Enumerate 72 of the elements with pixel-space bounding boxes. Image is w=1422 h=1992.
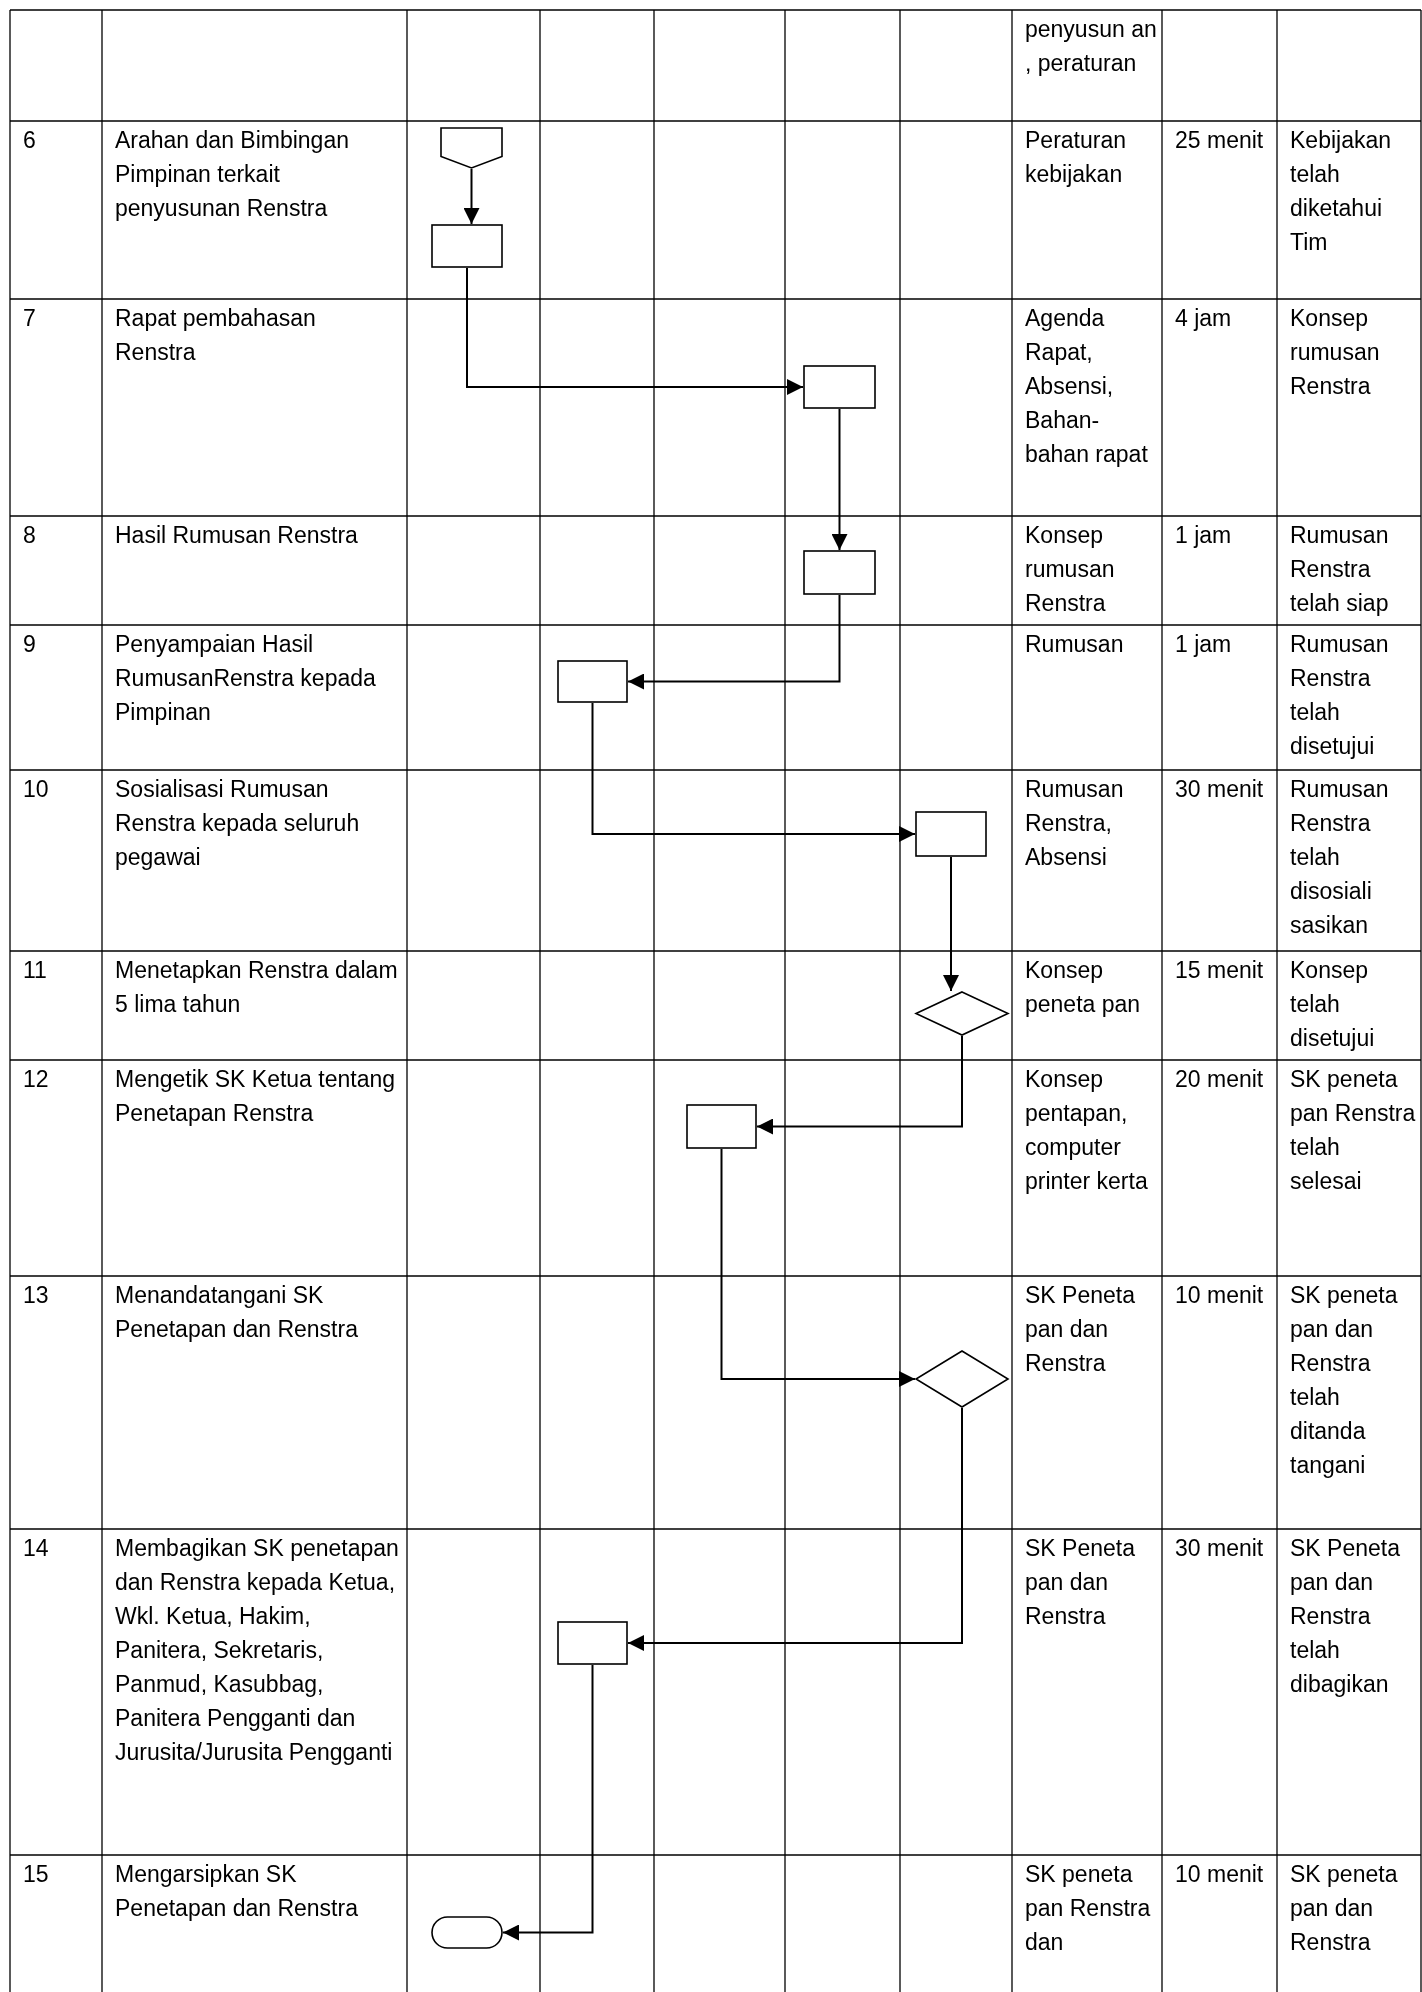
requirement-text: SK peneta pan Renstra dan [1025,1860,1152,1957]
duration-text: 10 menit [1175,1281,1265,1310]
activity-text: Mengarsipkan SK Penetapan dan Renstra [115,1860,359,1923]
requirement-text: Rumusan Renstra, Absensi [1025,775,1125,872]
arrow [627,594,841,690]
activity-text: Sosialisasi Rumusan Renstra kepada seluruh pegawai [115,775,361,872]
output-text: Rumusan Renstra telah disetujui [1290,630,1390,761]
process-box [915,811,987,857]
step-number: 12 [23,1065,50,1094]
duration-text: 30 menit [1175,1534,1265,1563]
arrow [627,1407,963,1651]
requirement-text: Konsep pentapan, computer printer kerta [1025,1065,1149,1196]
requirement-text: SK Peneta pan dan Renstra [1025,1281,1136,1378]
step-number: 7 [23,304,37,333]
activity-text: Menetapkan Renstra dalam 5 lima tahun [115,956,399,1019]
requirement-text: Rumusan [1025,630,1125,659]
duration-text: 1 jam [1175,521,1233,550]
step-number: 6 [23,126,37,155]
step-number: 14 [23,1534,50,1563]
requirement-text: Agenda Rapat, Absensi, Bahan- bahan rapat [1025,304,1149,469]
output-text: SK Peneta pan dan Renstra telah dibagikan [1290,1534,1401,1699]
duration-text: 20 menit [1175,1065,1265,1094]
duration-text: 1 jam [1175,630,1233,659]
process-box [557,1621,628,1665]
step-number: 10 [23,775,50,804]
duration-text: 10 menit [1175,1860,1265,1889]
output-text: Konsep telah disetujui [1290,956,1376,1053]
process-box [431,224,503,268]
step-number: 11 [23,956,48,985]
output-text: Konsep rumusan Renstra [1290,304,1381,401]
activity-text: Membagikan SK penetapan dan Renstra kepada Ketua, Wkl. Ketua, Hakim, Panitera, Sekretaris, Panmud, Kasubbag, Panitera Pengganti dan Jurusita/Jurusita Pengganti [115,1534,400,1767]
output-text: Rumusan Renstra telah disosiali sasikan [1290,775,1390,940]
step-number: 15 [23,1860,50,1889]
activity-text: Rapat pembahasan Renstra [115,304,317,367]
activity-text: Menandatangani SK Penetapan dan Renstra [115,1281,359,1344]
activity-text: Arahan dan Bimbingan Pimpinan terkait penyusunan Renstra [115,126,350,223]
terminator-symbol [431,1916,503,1949]
duration-text: 30 menit [1175,775,1265,804]
arrow [466,267,804,395]
process-box [803,365,876,409]
arrow [591,702,916,842]
decision-diamond [915,1350,1009,1408]
duration-text: 4 jam [1175,304,1233,333]
duration-text: 15 menit [1175,956,1265,985]
step-number: 13 [23,1281,50,1310]
output-text: SK peneta pan dan Renstra telah ditanda tangani [1290,1281,1399,1480]
activity-text: Penyampaian Hasil RumusanRenstra kepada Pimpinan [115,630,377,727]
arrow [463,168,480,225]
requirement-text: penyusun an , peraturan [1025,15,1157,78]
output-text: SK peneta pan dan Renstra [1290,1860,1399,1957]
requirement-text: SK Peneta pan dan Renstra [1025,1534,1136,1631]
step-number: 8 [23,521,37,550]
requirement-text: Konsep rumusan Renstra [1025,521,1116,618]
arrow [831,408,848,551]
process-box [686,1104,757,1149]
requirement-text: Konsep peneta pan [1025,956,1142,1019]
decision-diamond [915,991,1009,1036]
arrow [720,1148,916,1387]
arrow [943,856,959,992]
duration-text: 25 menit [1175,126,1265,155]
process-box [803,550,876,595]
output-text: Rumusan Renstra telah siap [1290,521,1390,618]
requirement-text: Peraturan kebijakan [1025,126,1127,189]
arrow [502,1664,594,1941]
output-text: SK peneta pan Renstra telah selesai [1290,1065,1416,1196]
arrow [756,1035,963,1135]
activity-text: Mengetik SK Ketua tentang Penetapan Renstra [115,1065,397,1128]
offpage-connector-symbol [440,127,503,169]
step-number: 9 [23,630,37,659]
process-box [557,660,628,703]
output-text: Kebijakan telah diketahui Tim [1290,126,1393,257]
activity-text: Hasil Rumusan Renstra [115,521,359,550]
